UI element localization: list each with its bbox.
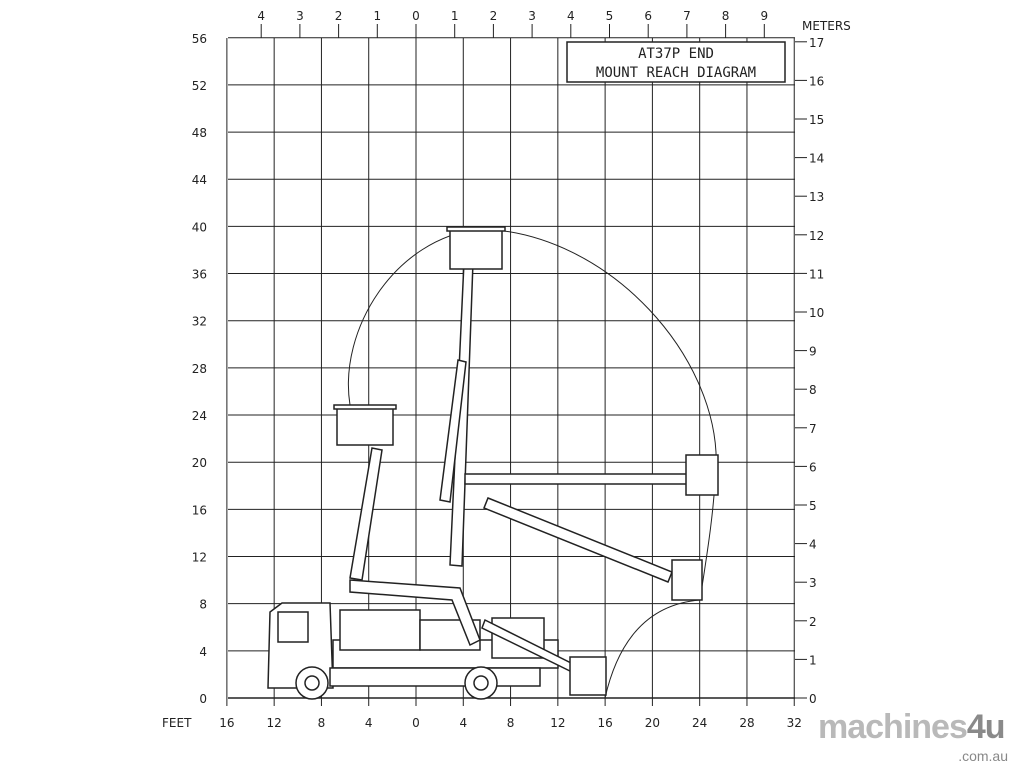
watermark-logo: machines4u .com.au (818, 710, 1008, 766)
feet-x-tick-label: 4 (459, 716, 467, 730)
watermark-domain: .com.au (958, 748, 1008, 764)
feet-y-tick-label: 0 (199, 692, 207, 706)
meter-y-tick-label: 16 (809, 74, 824, 88)
feet-y-tick-label: 20 (192, 456, 207, 470)
grid (226, 37, 795, 699)
feet-x-tick-label: 20 (645, 716, 660, 730)
watermark-brand: machines (818, 708, 968, 746)
feet-unit-label: FEET (162, 716, 192, 730)
title-line-1: AT37P END (638, 46, 714, 62)
meter-x-tick-label: 9 (760, 9, 768, 23)
feet-x-tick-label: 8 (318, 716, 326, 730)
meter-y-tick-label: 10 (809, 306, 824, 320)
feet-y-tick-label: 16 (192, 503, 207, 517)
feet-x-tick-label: 16 (219, 716, 234, 730)
feet-y-tick-label: 36 (192, 268, 207, 282)
meter-y-tick-label: 2 (809, 615, 817, 629)
meter-y-tick-label: 1 (809, 653, 817, 667)
meter-x-tick-label: 2 (335, 9, 343, 23)
meter-y-tick-label: 4 (809, 538, 817, 552)
meter-x-tick-label: 4 (567, 9, 575, 23)
meter-x-tick-label: 1 (373, 9, 381, 23)
title-line-2: MOUNT REACH DIAGRAM (596, 65, 756, 81)
feet-y-tick-label: 4 (199, 645, 207, 659)
feet-x-tick-label: 4 (365, 716, 373, 730)
reach-envelope (348, 228, 717, 699)
meter-x-tick-label: 8 (722, 9, 730, 23)
feet-y-tick-label: 24 (192, 409, 207, 423)
feet-x-tick-label: 28 (739, 716, 754, 730)
meter-y-tick-label: 8 (809, 383, 817, 397)
meter-y-tick-label: 5 (809, 499, 817, 513)
truck (267, 602, 559, 700)
meter-y-tick-label: 9 (809, 345, 817, 359)
meter-y-tick-label: 15 (809, 113, 824, 127)
feet-y-tick-label: 32 (192, 315, 207, 329)
meter-y-tick-label: 11 (809, 267, 824, 281)
meter-x-tick-label: 1 (451, 9, 459, 23)
meter-x-tick-label: 3 (296, 9, 304, 23)
meter-y-tick-label: 3 (809, 576, 817, 590)
feet-x-tick-label: 0 (412, 716, 420, 730)
meter-y-tick-label: 12 (809, 229, 824, 243)
feet-y-tick-label: 56 (192, 32, 207, 46)
boom-positions (349, 261, 691, 674)
meter-y-tick-label: 13 (809, 190, 824, 204)
meter-x-tick-label: 0 (412, 9, 420, 23)
feet-x-tick-label: 12 (267, 716, 282, 730)
meter-y-tick-label: 14 (809, 152, 824, 166)
meters-unit-label: METERS (802, 19, 851, 33)
meter-y-tick-label: 7 (809, 422, 817, 436)
watermark-brand-num: 4u (966, 708, 1006, 746)
feet-y-tick-label: 44 (192, 173, 207, 187)
feet-x-tick-label: 32 (787, 716, 802, 730)
feet-y-tick-label: 48 (192, 126, 207, 140)
platform-buckets (333, 226, 719, 696)
feet-x-tick-label: 16 (597, 716, 612, 730)
meter-x-tick-label: 4 (257, 9, 265, 23)
meter-x-tick-label: 3 (528, 9, 536, 23)
feet-x-tick-label: 8 (507, 716, 515, 730)
meter-y-tick-label: 17 (809, 36, 824, 50)
meter-y-tick-label: 0 (809, 692, 817, 706)
meter-y-tick-label: 6 (809, 460, 817, 474)
title-box: AT37P END MOUNT REACH DIAGRAM (566, 41, 786, 83)
feet-y-tick-label: 8 (199, 598, 207, 612)
meter-x-tick-label: 7 (683, 9, 691, 23)
feet-y-tick-label: 52 (192, 79, 207, 93)
feet-y-tick-label: 12 (192, 551, 207, 565)
feet-y-tick-label: 40 (192, 220, 207, 234)
meter-x-tick-label: 5 (606, 9, 614, 23)
meter-x-tick-label: 6 (644, 9, 652, 23)
feet-x-tick-label: 24 (692, 716, 707, 730)
feet-x-tick-label: 12 (550, 716, 565, 730)
feet-y-tick-label: 28 (192, 362, 207, 376)
meter-x-tick-label: 2 (490, 9, 498, 23)
